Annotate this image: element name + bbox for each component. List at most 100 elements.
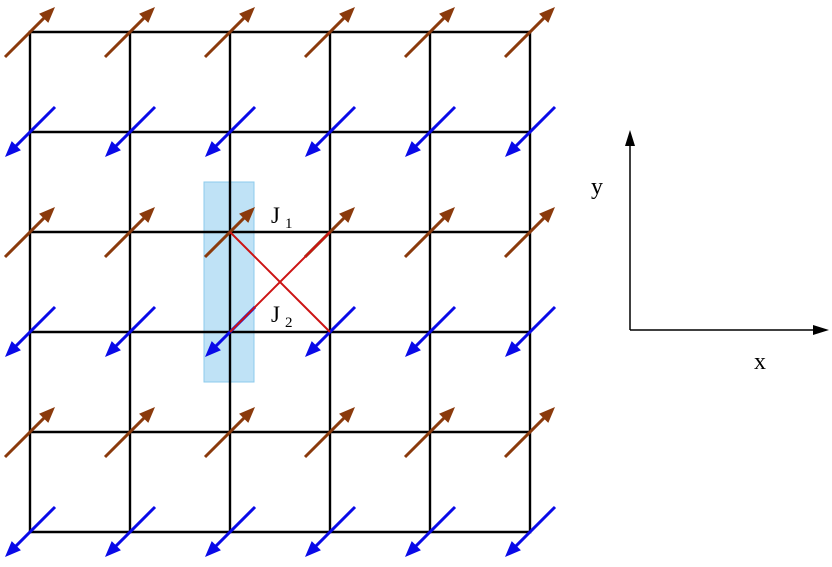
spin-arrow-shaft — [203, 415, 247, 459]
spin-arrowhead — [505, 341, 521, 357]
spin-arrowhead — [39, 207, 55, 223]
spin-arrowhead — [105, 341, 121, 357]
spin-arrow-shaft — [213, 105, 257, 149]
antidiagonal-coupling-bond — [229, 231, 331, 333]
spin-arrowhead — [505, 541, 521, 557]
y-axis-arrowhead — [625, 130, 635, 146]
spin-arrowhead — [405, 341, 421, 357]
spin-arrowhead — [239, 7, 255, 23]
spin-arrowhead — [205, 141, 221, 157]
j1-subscript: 1 — [285, 216, 293, 232]
spin-arrow-down-left — [505, 105, 557, 157]
spin-arrowhead — [105, 541, 121, 557]
spin-arrowhead — [239, 207, 255, 223]
spin-arrow-up-right — [503, 7, 555, 59]
spin-arrow-down-left — [205, 105, 257, 157]
spin-arrow-shaft — [303, 15, 347, 59]
spin-arrowhead — [405, 141, 421, 157]
spin-arrow-shaft — [503, 415, 547, 459]
spin-arrow-up-right — [103, 207, 155, 259]
spin-arrowhead — [5, 141, 21, 157]
spin-arrow-shaft — [103, 215, 147, 259]
spin-arrow-shaft — [103, 15, 147, 59]
spin-arrow-up-right — [303, 7, 355, 59]
spin-arrowhead — [105, 141, 121, 157]
spin-arrow-down-left — [205, 505, 257, 557]
j2-subscript: 2 — [285, 315, 293, 331]
spin-arrow-up-right — [403, 7, 455, 59]
spin-arrowhead — [305, 141, 321, 157]
spin-arrow-shaft — [303, 415, 347, 459]
spin-arrow-shaft — [413, 305, 457, 349]
spin-arrow-down-left — [405, 105, 457, 157]
spin-arrowhead — [439, 207, 455, 223]
spin-arrowhead — [439, 407, 455, 423]
spin-arrowhead — [405, 541, 421, 557]
spin-arrow-shaft — [313, 105, 357, 149]
spin-arrow-down-left — [105, 305, 157, 357]
spin-arrowhead — [5, 341, 21, 357]
spin-arrow-shaft — [103, 415, 147, 459]
spin-arrowhead — [305, 341, 321, 357]
spin-arrow-shaft — [403, 415, 447, 459]
spin-arrow-shaft — [413, 105, 457, 149]
spin-arrow-up-right — [303, 407, 355, 459]
spin-arrow-shaft — [113, 505, 157, 549]
spin-arrowhead — [239, 407, 255, 423]
spin-arrow-up-right — [503, 407, 555, 459]
spin-arrow-down-left — [305, 305, 357, 357]
spin-arrow-down-left — [5, 105, 57, 157]
spin-arrow-shaft — [13, 105, 57, 149]
spin-arrowhead — [305, 541, 321, 557]
spin-arrow-down-left — [305, 105, 357, 157]
spin-arrow-shaft — [3, 415, 47, 459]
spin-arrow-shaft — [403, 15, 447, 59]
spin-arrow-shaft — [213, 505, 257, 549]
spin-arrow-shaft — [313, 305, 357, 349]
spin-arrow-shaft — [513, 105, 557, 149]
spin-arrowhead — [5, 541, 21, 557]
spin-arrow-up-right — [103, 407, 155, 459]
square-lattice-grid — [28, 30, 532, 534]
spin-arrow-down-left — [5, 505, 57, 557]
spin-arrow-shaft — [113, 105, 157, 149]
spin-arrow-up-right — [203, 407, 255, 459]
spin-arrow-shaft — [413, 505, 457, 549]
spin-arrow-shaft — [13, 505, 57, 549]
spin-arrow-shaft — [503, 215, 547, 259]
spin-arrowhead — [339, 207, 355, 223]
spin-arrowhead — [139, 407, 155, 423]
spin-arrowhead — [505, 141, 521, 157]
spin-arrow-up-right — [403, 207, 455, 259]
spin-arrow-down-left — [5, 305, 57, 357]
spin-arrow-shaft — [113, 305, 157, 349]
spin-arrows — [3, 7, 557, 557]
j1-label: J 1 — [271, 203, 293, 232]
y-axis-label: y — [591, 174, 603, 200]
spin-arrowhead — [339, 407, 355, 423]
spin-arrow-down-left — [305, 505, 357, 557]
spin-arrowhead — [139, 7, 155, 23]
spin-arrow-down-left — [105, 105, 157, 157]
spin-arrow-up-right — [103, 7, 155, 59]
spin-arrow-up-right — [3, 207, 55, 259]
spin-arrow-shaft — [203, 215, 247, 259]
x-axis-label: x — [754, 349, 766, 375]
spin-arrow-up-right — [503, 207, 555, 259]
spin-arrow-shaft — [3, 15, 47, 59]
spin-arrow-up-right — [3, 7, 55, 59]
spin-arrow-shaft — [313, 505, 357, 549]
spin-arrowhead — [39, 7, 55, 23]
spin-arrowhead — [339, 7, 355, 23]
j1-symbol: J — [271, 203, 280, 228]
spin-arrow-up-right — [3, 407, 55, 459]
spin-arrow-shaft — [513, 305, 557, 349]
spin-arrowhead — [205, 541, 221, 557]
spin-arrow-up-right — [203, 207, 255, 259]
spin-arrow-shaft — [13, 305, 57, 349]
spin-arrow-shaft — [403, 215, 447, 259]
spin-arrow-down-left — [505, 305, 557, 357]
spin-arrowhead — [439, 7, 455, 23]
spin-arrowhead — [539, 7, 555, 23]
spin-arrowhead — [539, 407, 555, 423]
